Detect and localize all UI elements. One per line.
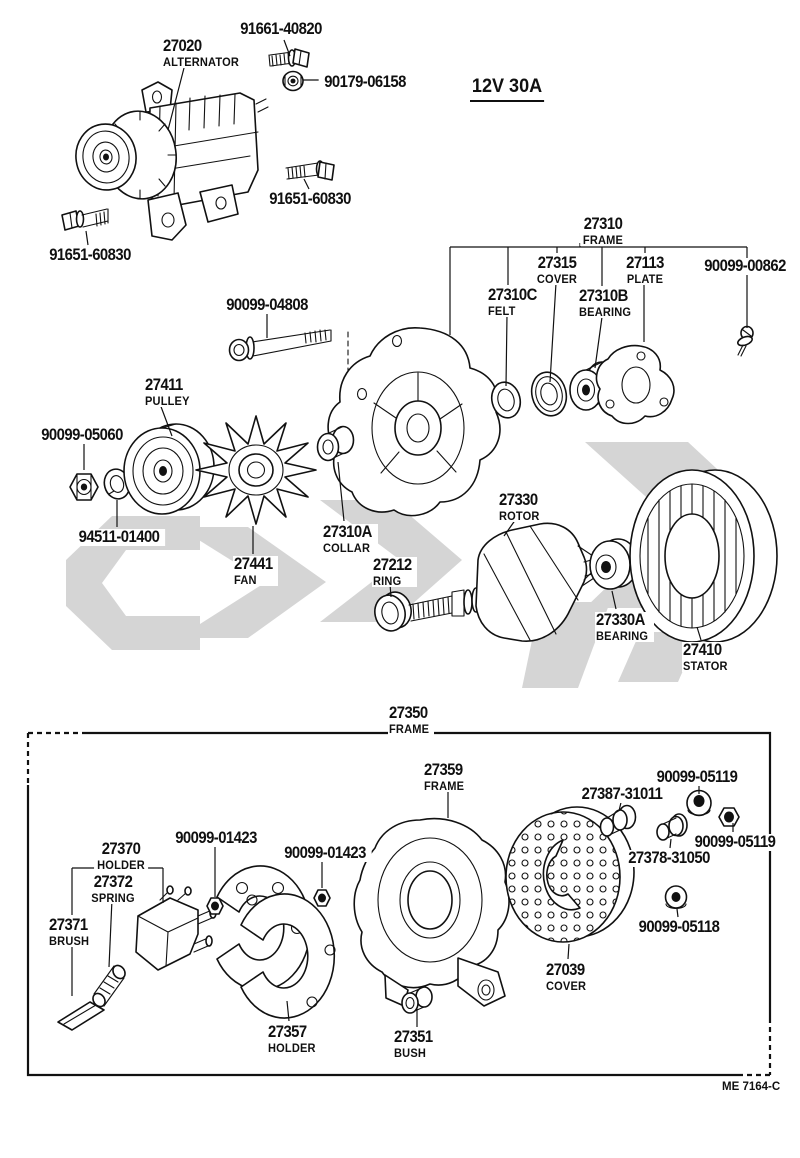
bolt-91661-40820-drawing — [268, 48, 310, 68]
bolt-91651-60830-left-drawing — [61, 208, 109, 231]
insulator-27387-31011-drawing — [599, 804, 637, 837]
screw-90099-00862-drawing — [737, 325, 754, 357]
nut-90099-05119-a-drawing — [686, 789, 712, 817]
plate-27113-drawing — [595, 344, 675, 425]
pulley-27411-drawing — [123, 423, 215, 515]
bolt-90099-04808-drawing — [228, 329, 332, 362]
nut-90099-05119-b-drawing — [718, 807, 740, 827]
fan-27441-drawing — [195, 415, 317, 525]
nut-90099-05118-drawing — [664, 885, 688, 910]
rotor-27330-drawing — [408, 522, 608, 642]
ring-27212-drawing — [374, 591, 412, 632]
drive-end-frame-27310-drawing — [327, 327, 501, 517]
alternator-assembly-drawing — [75, 81, 269, 241]
bush-27378-31050-drawing — [656, 813, 688, 841]
rear-section-box — [26, 731, 772, 1077]
nut-90179-06158-drawing — [282, 70, 304, 92]
rear-frame-27359-drawing — [353, 817, 510, 1007]
bolt-91651-60830-right-drawing — [285, 160, 335, 181]
rectifier-holder-27357-drawing — [216, 865, 336, 1019]
stator-27410-drawing — [629, 469, 778, 643]
spring-27372-drawing — [92, 964, 126, 1008]
collar-27310a-drawing — [316, 425, 355, 462]
rear-cover-27039-drawing — [505, 806, 635, 943]
bush-27351-drawing — [401, 986, 433, 1014]
brush-27371-drawing — [57, 1001, 105, 1031]
brush-holder-27370-drawing — [135, 885, 217, 971]
cover-27315-drawing — [530, 371, 568, 417]
felt-27310c-drawing — [490, 381, 522, 419]
nut-90099-01423-b-drawing — [313, 889, 331, 907]
nut-90099-05060-drawing — [69, 473, 99, 501]
